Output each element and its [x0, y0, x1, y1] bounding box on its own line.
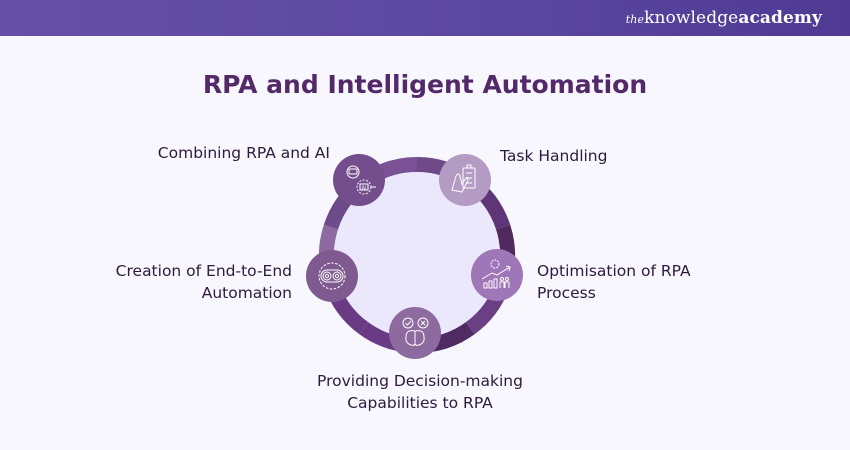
label-line: Capabilities to RPA	[347, 394, 493, 412]
label-line: Creation of End-to-End	[115, 262, 292, 280]
label-task-handling: Task Handling	[500, 145, 607, 167]
label-line: Providing Decision-making	[317, 372, 523, 390]
node-optimisation	[471, 249, 523, 301]
svg-text:AI: AI	[362, 186, 367, 192]
node-end-to-end	[306, 250, 358, 302]
label-line: Optimisation of RPA	[537, 262, 691, 280]
gear-ai-robot-icon: AI	[346, 165, 376, 195]
brand-main: knowledge	[644, 8, 739, 28]
label-end-to-end: Creation of End-to-End Automation	[116, 260, 292, 304]
hand-clipboard-icon	[451, 164, 476, 193]
brand-bold: academy	[738, 8, 822, 28]
label-line: Combining RPA and AI	[157, 144, 330, 162]
brand-logo: theknowledgeacademy	[626, 8, 822, 28]
label-line: Process	[537, 284, 596, 302]
page-title: RPA and Intelligent Automation	[202, 70, 648, 99]
automation-cycle-gear-icon	[318, 262, 346, 290]
brand-prefix: the	[625, 13, 645, 26]
growth-chart-team-icon	[481, 259, 511, 289]
header-bar: theknowledgeacademy	[0, 0, 850, 36]
label-line: Task Handling	[500, 147, 608, 165]
label-line: Automation	[201, 284, 292, 302]
inner-circle	[334, 172, 500, 338]
brain-decision-icon	[402, 317, 429, 346]
label-decision-making: Providing Decision-making Capabilities t…	[290, 370, 550, 414]
node-combining-rpa-ai: AI	[333, 154, 385, 206]
node-task-handling	[439, 154, 491, 206]
label-optimisation: Optimisation of RPA Process	[537, 260, 691, 304]
label-combining-rpa-ai: Combining RPA and AI	[158, 142, 330, 164]
node-decision-making	[389, 307, 441, 359]
